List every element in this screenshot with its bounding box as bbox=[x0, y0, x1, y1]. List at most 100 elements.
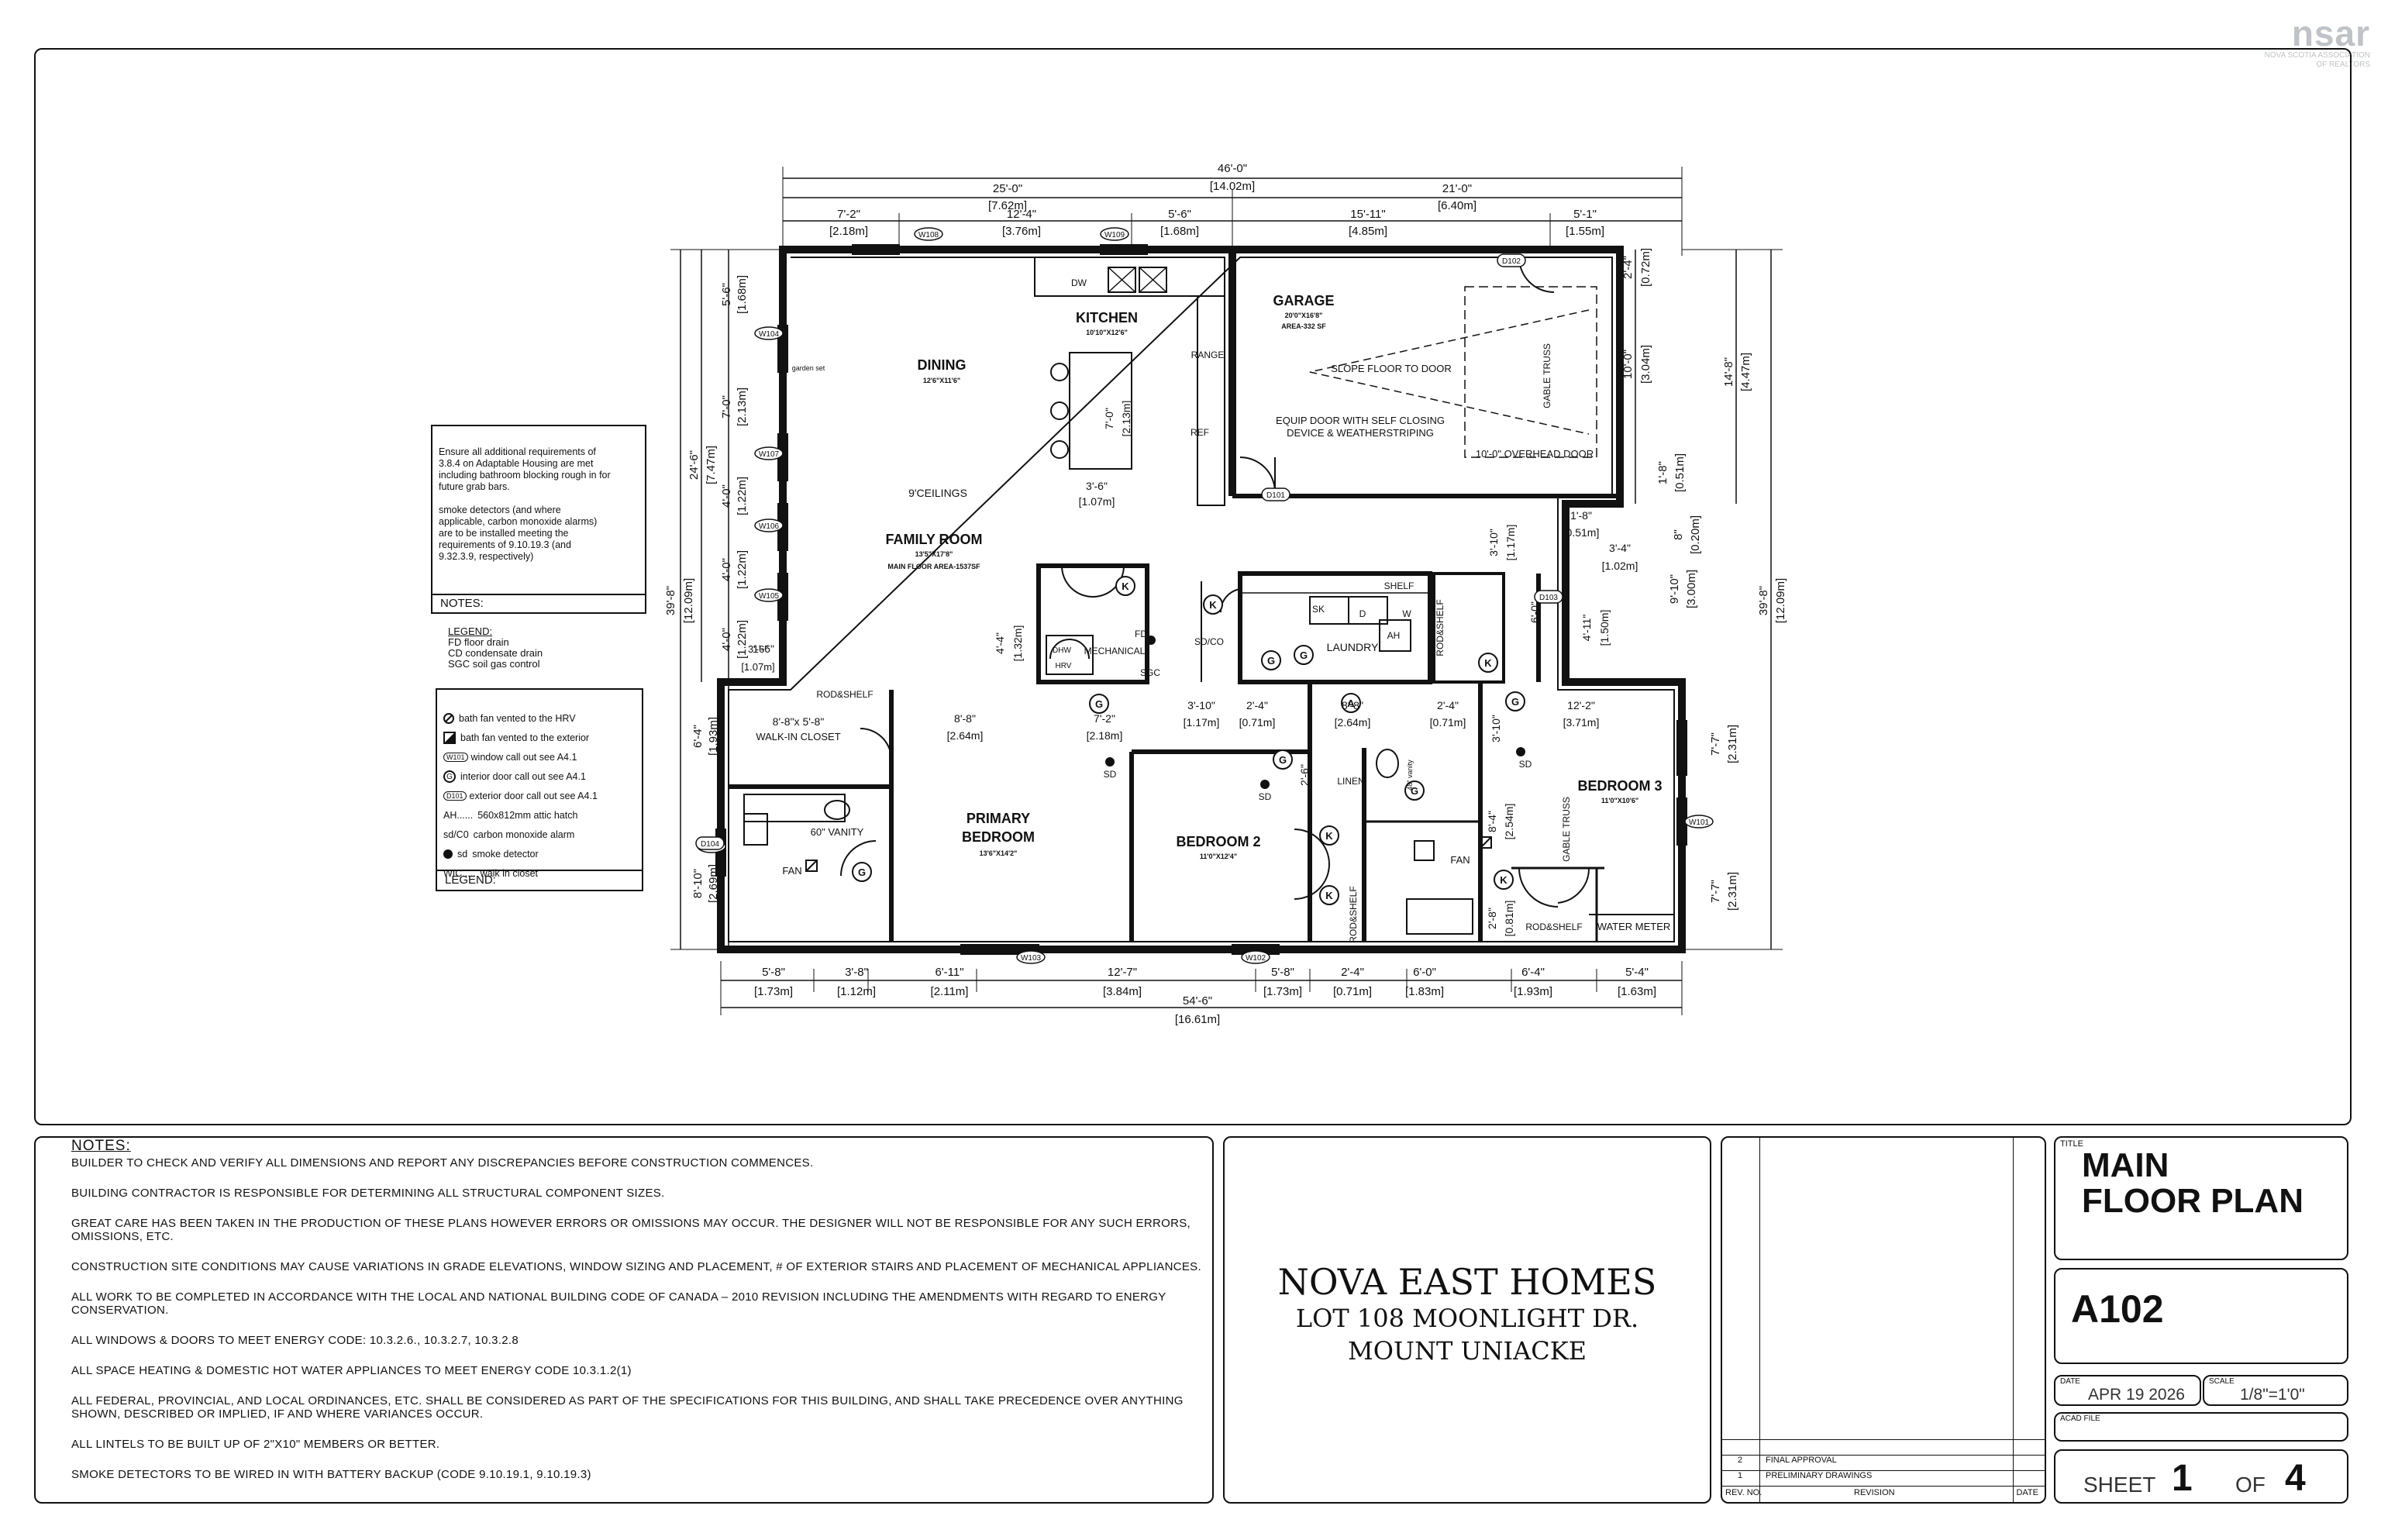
sheet-box: SHEET 1 OF 4 bbox=[2054, 1449, 2348, 1504]
dim-bottom-overall-m: [16.61m] bbox=[1175, 1013, 1220, 1026]
dim-int-i7-m: [0.71m] bbox=[1239, 716, 1276, 729]
dim-top-d1: 7'-2" bbox=[837, 208, 860, 221]
dim-int-i9-m: [0.71m] bbox=[1430, 716, 1466, 729]
svg-text:K: K bbox=[1484, 657, 1492, 669]
dim-bottom-b2: 3'-8" bbox=[845, 966, 868, 979]
dim-int-i21: 1'-6" bbox=[753, 643, 774, 655]
dim-int-i11-m: [1.17m] bbox=[1504, 525, 1517, 561]
legend-text: interior door call out see A4.1 bbox=[460, 770, 586, 782]
dim-left-upper: 24'-6" bbox=[687, 450, 701, 480]
dim-bottom-b3-m: [2.11m] bbox=[931, 985, 969, 998]
legend-row: G interior door call out see A4.1 bbox=[443, 767, 637, 786]
dim-int-i13: 3'-4" bbox=[1609, 542, 1631, 554]
legend-text: 560x812mm attic hatch bbox=[477, 809, 578, 821]
ext-door-tag-1: D102 bbox=[1497, 253, 1526, 267]
revision-header-desc: REVISION bbox=[1854, 1488, 1895, 1497]
door-tag-k4: K bbox=[1319, 825, 1339, 846]
project-lot: LOT 108 MOONLIGHT DR. bbox=[1295, 1304, 1639, 1333]
ext-door-tag-4-label: D104 bbox=[701, 840, 719, 849]
window-tag-5-label: W106 bbox=[759, 522, 780, 531]
kitchen-counter bbox=[1034, 257, 1225, 297]
general-note: ALL FEDERAL, PROVINCIAL, AND LOCAL ORDIN… bbox=[71, 1394, 1184, 1421]
svg-text:K: K bbox=[1122, 581, 1129, 592]
main-bath-tub bbox=[1406, 898, 1473, 935]
watermark-tagline-2: OF REALTORS bbox=[2316, 60, 2370, 69]
project-location: MOUNT UNIACKE bbox=[1348, 1336, 1587, 1366]
plan-note-line: are to be installed meeting the bbox=[439, 528, 569, 539]
room-kitchen: KITCHEN bbox=[1076, 310, 1138, 326]
room-primary-dims: 13'6"X14'2" bbox=[980, 849, 1018, 857]
general-note: ALL WORK TO BE COMPLETED IN ACCORDANCE W… bbox=[71, 1290, 1166, 1317]
plan-note-line: smoke detectors (and where bbox=[439, 505, 561, 515]
label-ah: AH bbox=[1387, 630, 1401, 641]
general-note: ALL SPACE HEATING & DOMESTIC HOT WATER A… bbox=[71, 1364, 632, 1377]
watermark-logo: nsar NOVA SCOTIA ASSOCIATION OF REALTORS bbox=[2265, 16, 2370, 70]
kitchen-island bbox=[1069, 352, 1132, 470]
acad-label: ACAD FILE bbox=[2060, 1414, 2100, 1423]
dim-int-i15-m: [2.54m] bbox=[1503, 804, 1515, 840]
dim-right-r1-m: [0.72m] bbox=[1639, 248, 1652, 287]
dim-bottom-b8-m: [1.93m] bbox=[1514, 985, 1552, 998]
dim-int-i3: 4'-4" bbox=[994, 632, 1006, 654]
small-legend-item: CD condensate drain bbox=[448, 647, 543, 659]
sheet-total: 4 bbox=[2285, 1458, 2306, 1499]
dim-right-overall: 39'-8" bbox=[1757, 586, 1770, 615]
room-laundry: LAUNDRY bbox=[1327, 641, 1379, 653]
dim-right-mid-m: [3.00m] bbox=[1685, 570, 1698, 608]
dim-right-r2-m: [3.04m] bbox=[1639, 345, 1652, 384]
general-notes-frame: NOTES: BUILDER TO CHECK AND VERIFY ALL D… bbox=[34, 1136, 1214, 1504]
dim-int-i20: 6'-0" bbox=[1528, 601, 1541, 623]
plan-note-line: requirements of 9.10.19.3 (and bbox=[439, 539, 571, 550]
plan-note-line: Ensure all additional requirements of bbox=[439, 446, 596, 457]
dim-bottom-b4: 12'-7" bbox=[1108, 966, 1137, 979]
dim-bottom-b3: 6'-11" bbox=[935, 966, 963, 979]
fan-hrv-icon bbox=[443, 712, 454, 724]
label-dw: DW bbox=[1071, 277, 1087, 288]
dim-left-l1-m: [1.68m] bbox=[736, 275, 749, 314]
label-range: RANGE bbox=[1191, 350, 1225, 360]
project-info-frame: NOVA EAST HOMES LOT 108 MOONLIGHT DR. MO… bbox=[1223, 1136, 1711, 1504]
room-garage-area: AREA-332 SF bbox=[1281, 322, 1326, 330]
dim-int-i9: 2'-4" bbox=[1437, 699, 1459, 711]
acad-box: ACAD FILE bbox=[2054, 1412, 2348, 1442]
sheet-label: SHEET bbox=[2083, 1473, 2156, 1497]
dim-top-right: 21'-0" bbox=[1442, 182, 1472, 195]
label-shelf: SHELF bbox=[1384, 581, 1414, 591]
room-bedroom2: BEDROOM 2 bbox=[1176, 834, 1260, 849]
dim-int-i7: 2'-4" bbox=[1246, 699, 1268, 711]
dim-bottom-b7-m: [1.83m] bbox=[1405, 985, 1444, 998]
dim-int-i15: 8'-4" bbox=[1486, 811, 1498, 832]
general-note: CONSTRUCTION SITE CONDITIONS MAY CAUSE V… bbox=[71, 1260, 1201, 1273]
dim-int-i8-m: [2.64m] bbox=[1335, 716, 1371, 729]
dim-int-i16: 2'-8" bbox=[1486, 908, 1498, 929]
room-bedroom2-dims: 11'0"X12'4" bbox=[1200, 853, 1237, 860]
door-tag-g2: G bbox=[1505, 691, 1525, 711]
room-linen: LINEN bbox=[1337, 776, 1364, 787]
dim-int-i5: 7'-2" bbox=[1094, 712, 1115, 725]
label-sd-primary: SD bbox=[1104, 769, 1117, 780]
label-rod-shelf-hall: ROD&SHELF bbox=[1435, 599, 1445, 656]
dim-int-i12-m: [0.51m] bbox=[1563, 526, 1600, 539]
ext-door-tag-1-label: D102 bbox=[1502, 257, 1521, 266]
door-tag-g4: G bbox=[1273, 749, 1293, 770]
revision-no: 1 bbox=[1738, 1471, 1743, 1480]
legend-text: carbon monoxide alarm bbox=[473, 829, 575, 840]
dim-left-upper-m: [7.47m] bbox=[705, 446, 718, 484]
legend-tag: sd/C0 bbox=[443, 829, 469, 840]
room-family-dims: 13'5"X17'8" bbox=[915, 550, 953, 558]
dim-int-i19: 3'-10" bbox=[1490, 715, 1502, 742]
room-primary-1: PRIMARY bbox=[967, 811, 1030, 826]
door-tag-k6: K bbox=[1494, 870, 1514, 890]
dim-top-right-m: [6.40m] bbox=[1438, 199, 1476, 212]
label-sd-bed2: SD bbox=[1259, 791, 1272, 802]
dim-int-i5-m: [2.18m] bbox=[1087, 729, 1123, 742]
door-tag-g7: G bbox=[1261, 650, 1281, 670]
room-garage-dims: 20'0"X16'8" bbox=[1285, 312, 1323, 319]
dim-bottom-b9: 5'-4" bbox=[1625, 966, 1649, 979]
label-fd: FD bbox=[1135, 629, 1147, 639]
svg-text:G: G bbox=[1279, 754, 1287, 766]
dim-int-i6-m: [1.17m] bbox=[1184, 716, 1220, 729]
svg-text:G: G bbox=[1267, 655, 1275, 667]
dim-bottom-b6-m: [0.71m] bbox=[1333, 985, 1372, 998]
dim-left-l7: 8'-10" bbox=[691, 869, 705, 898]
